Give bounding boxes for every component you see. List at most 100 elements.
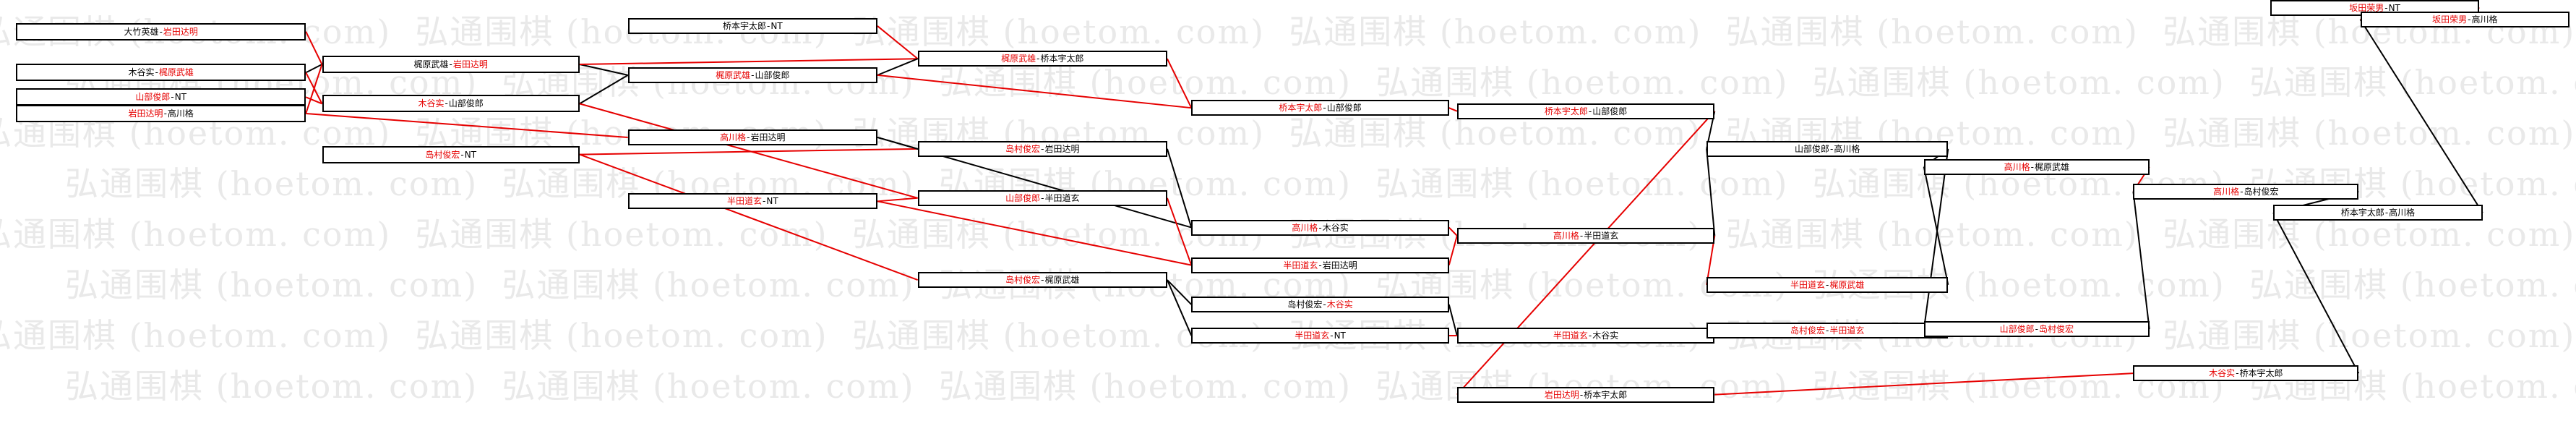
match-node[interactable]: 半田道玄-梶原武雄: [1706, 276, 1949, 293]
match-node[interactable]: 桥本宇太郎-山部俊郎: [1456, 103, 1715, 119]
match-node[interactable]: 高川格-岩田达明: [627, 129, 877, 145]
match-node[interactable]: 山部俊郎-半田道玄: [917, 189, 1167, 206]
player-right: 高川格: [1834, 143, 1860, 154]
player-left: 半田道玄: [1553, 331, 1588, 341]
match-node[interactable]: 梶原武雄-岩田达明: [322, 56, 580, 74]
versus-dash: -: [1323, 103, 1326, 114]
match-node[interactable]: 岛村俊宏-木谷实: [1191, 297, 1449, 313]
player-left: 桥本宇太郎: [1279, 103, 1323, 114]
match-node[interactable]: 高川格-岛村俊宏: [2133, 183, 2359, 200]
match-node[interactable]: 岛村俊宏-NT: [322, 145, 580, 163]
player-left: 梶原武雄: [413, 59, 449, 70]
player-right: 梶原武雄: [158, 67, 194, 78]
versus-dash: -: [767, 20, 770, 31]
match-node[interactable]: 梶原武雄-桥本宇太郎: [917, 51, 1167, 67]
versus-dash: -: [1041, 192, 1044, 203]
edge-black: [2359, 19, 2483, 213]
match-node[interactable]: 木谷实-桥本宇太郎: [2133, 365, 2359, 382]
player-right: 岩田达明: [1044, 143, 1080, 154]
player-left: 大竹英雄: [124, 26, 159, 37]
player-right: 高川格: [2389, 208, 2416, 218]
player-right: 半田道玄: [1829, 325, 1865, 336]
versus-dash: -: [163, 108, 167, 119]
player-right: 山部俊郎: [1592, 106, 1628, 116]
edge-red: [877, 25, 919, 60]
edge-black: [1167, 279, 1193, 336]
player-left: 木谷实: [128, 67, 155, 78]
match-node[interactable]: 半田道玄-NT: [627, 193, 877, 210]
versus-dash: -: [2030, 161, 2034, 172]
match-node[interactable]: 岛村俊宏-半田道玄: [1706, 323, 1949, 339]
match-node[interactable]: 大竹英雄-岩田达明: [16, 22, 306, 41]
player-right: 岛村俊宏: [2038, 324, 2074, 334]
player-right: 梶原武雄: [2034, 161, 2069, 172]
match-node[interactable]: 岛村俊宏-岩田达明: [917, 140, 1167, 157]
player-left: 高川格: [1292, 222, 1318, 233]
match-node[interactable]: 坂田荣男-高川格: [2360, 11, 2570, 27]
player-right: 岩田达明: [452, 59, 488, 70]
versus-dash: -: [2384, 208, 2389, 218]
match-node[interactable]: 半田道玄-木谷实: [1456, 328, 1715, 344]
player-left: 半田道玄: [1295, 331, 1330, 341]
player-right: 山部俊郎: [755, 69, 790, 80]
versus-dash: -: [449, 59, 452, 70]
match-node[interactable]: 高川格-木谷实: [1191, 219, 1449, 236]
player-left: 岛村俊宏: [1790, 325, 1826, 336]
edge-red: [305, 64, 323, 114]
versus-dash: -: [1318, 222, 1322, 233]
match-node[interactable]: 高川格-半田道玄: [1456, 227, 1715, 244]
player-left: 木谷实: [2209, 368, 2236, 379]
versus-dash: -: [1830, 143, 1834, 154]
versus-dash: -: [155, 67, 158, 78]
match-node[interactable]: 梶原武雄-山部俊郎: [627, 67, 877, 83]
player-right: 高川格: [167, 108, 194, 119]
versus-dash: -: [747, 132, 750, 142]
player-right: NT: [770, 20, 783, 31]
edge-red: [305, 31, 323, 65]
match-node[interactable]: 岩田达明-高川格: [16, 104, 306, 122]
player-right: NT: [766, 196, 778, 207]
edge-black: [305, 64, 322, 74]
player-left: 岛村俊宏: [1005, 275, 1041, 286]
match-node[interactable]: 桥本宇太郎-NT: [627, 17, 877, 34]
match-node[interactable]: 高川格-梶原武雄: [1923, 158, 2150, 175]
versus-dash: -: [1579, 389, 1584, 400]
match-node[interactable]: 岛村俊宏-梶原武雄: [917, 272, 1167, 289]
edge-black: [877, 58, 919, 76]
match-node[interactable]: 桥本宇太郎-山部俊郎: [1191, 100, 1449, 116]
edge-red: [877, 74, 1192, 109]
edge-red: [579, 58, 918, 66]
edge-red: [1714, 372, 2134, 396]
match-node[interactable]: 半田道玄-NT: [1191, 328, 1449, 344]
versus-dash: -: [2468, 14, 2471, 25]
versus-dash: -: [2384, 3, 2388, 13]
player-right: 山部俊郎: [1326, 103, 1362, 114]
edge-red: [1166, 197, 1193, 266]
player-left: 桥本宇太郎: [1544, 106, 1588, 116]
player-left: 岛村俊宏: [1287, 299, 1323, 310]
edge-red: [579, 153, 919, 281]
player-right: 岩田达明: [163, 26, 198, 37]
match-node[interactable]: 桥本宇太郎-高川格: [2273, 205, 2483, 221]
match-node[interactable]: 木谷实-山部俊郎: [322, 95, 580, 113]
versus-dash: -: [2035, 324, 2038, 334]
edge-red: [579, 103, 918, 199]
player-right: NT: [2388, 3, 2400, 13]
versus-dash: -: [171, 92, 174, 103]
match-node[interactable]: 山部俊郎-高川格: [1706, 140, 1949, 157]
match-node[interactable]: 山部俊郎-NT: [16, 88, 306, 106]
edge-red: [1706, 235, 1716, 286]
match-node[interactable]: 半田道玄-岩田达明: [1191, 257, 1449, 273]
player-left: 山部俊郎: [1005, 192, 1041, 203]
match-node[interactable]: 山部俊郎-岛村俊宏: [1923, 321, 2150, 337]
match-node[interactable]: 岩田达明-桥本宇太郎: [1456, 386, 1715, 403]
player-left: 高川格: [2213, 186, 2240, 197]
edge-red: [1167, 58, 1193, 108]
player-left: 高川格: [2004, 161, 2030, 172]
versus-dash: -: [159, 26, 163, 37]
edge-red: [1448, 107, 1458, 112]
player-left: 高川格: [720, 132, 747, 142]
match-node[interactable]: 木谷实-梶原武雄: [16, 64, 306, 82]
